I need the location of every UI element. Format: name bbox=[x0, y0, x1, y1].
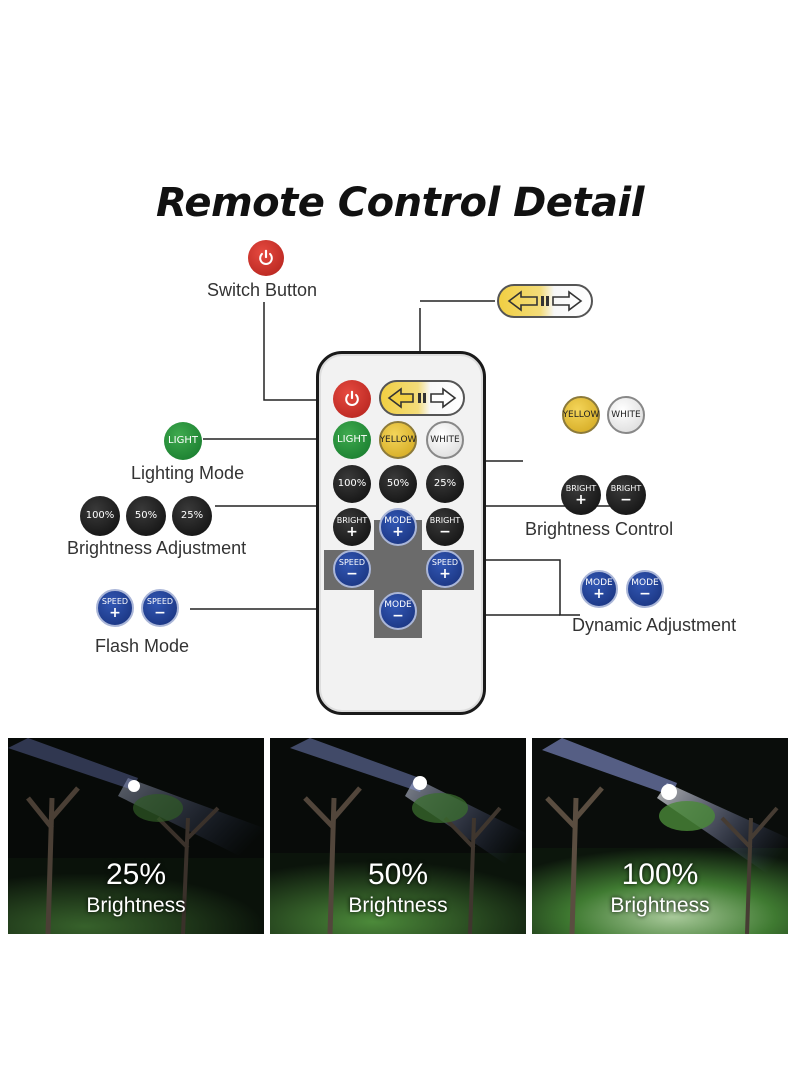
photo-percent: 50% bbox=[367, 858, 429, 891]
lighting-mode-label: Lighting Mode bbox=[131, 463, 245, 483]
dynamic-adjustment-label: Dynamic Adjustment bbox=[572, 615, 737, 635]
switch-callout-power-icon bbox=[248, 240, 284, 276]
remote-light-button[interactable]: LIGHT bbox=[333, 421, 371, 459]
remote-speed-minus-button[interactable]: SPEED− bbox=[333, 550, 371, 588]
brightness-photos: 25% Brightness 50% Brightness bbox=[8, 738, 792, 934]
brightness-25-callout: 25% bbox=[172, 496, 212, 536]
left-right-arrow-icon bbox=[507, 290, 583, 312]
brightness-50-callout: 50% bbox=[126, 496, 166, 536]
remote-white-button[interactable]: WHITE bbox=[426, 421, 464, 459]
photo-caption: Brightness bbox=[348, 894, 448, 917]
bright-plus-callout: BRIGHT+ bbox=[561, 475, 601, 515]
brightness-adjustment-label: Brightness Adjustment bbox=[67, 538, 247, 558]
speed-minus-callout: SPEED− bbox=[141, 589, 179, 627]
mode-plus-callout: MODE+ bbox=[580, 570, 618, 608]
flash-mode-label: Flash Mode bbox=[95, 636, 190, 656]
brightness-control-label: Brightness Control bbox=[525, 519, 674, 539]
page-title: Remote Control Detail bbox=[156, 180, 644, 226]
photo-percent: 25% bbox=[105, 858, 167, 891]
remote-power-button[interactable] bbox=[333, 380, 371, 418]
remote-mode-plus-button[interactable]: MODE+ bbox=[379, 508, 417, 546]
remote-yellow-button[interactable]: YELLOW bbox=[379, 421, 417, 459]
photo-percent: 100% bbox=[621, 858, 699, 891]
swap-callout bbox=[497, 284, 593, 318]
remote-speed-plus-button[interactable]: SPEED+ bbox=[426, 550, 464, 588]
white-callout: WHITE bbox=[607, 396, 645, 434]
switch-button-label: Switch Button bbox=[207, 280, 318, 300]
mode-minus-callout: MODE− bbox=[626, 570, 664, 608]
power-icon bbox=[345, 390, 359, 406]
remote-mode-minus-button[interactable]: MODE− bbox=[379, 592, 417, 630]
remote-bright-plus-button[interactable]: BRIGHT+ bbox=[333, 508, 371, 546]
remote-bright-minus-button[interactable]: BRIGHT− bbox=[426, 508, 464, 546]
remote-100-button[interactable]: 100% bbox=[333, 465, 371, 503]
photo-25: 25% Brightness bbox=[8, 738, 264, 934]
photo-caption: Brightness bbox=[610, 894, 710, 917]
remote-25-button[interactable]: 25% bbox=[426, 465, 464, 503]
bright-minus-callout: BRIGHT− bbox=[606, 475, 646, 515]
remote-swap-button[interactable] bbox=[379, 380, 465, 416]
remote-50-button[interactable]: 50% bbox=[379, 465, 417, 503]
brightness-100-callout: 100% bbox=[80, 496, 120, 536]
speed-plus-callout: SPEED+ bbox=[96, 589, 134, 627]
photo-caption: Brightness bbox=[86, 894, 186, 917]
left-right-arrow-icon bbox=[387, 387, 457, 409]
light-callout: LIGHT bbox=[164, 422, 202, 460]
yellow-callout: YELLOW bbox=[562, 396, 600, 434]
photo-50: 50% Brightness bbox=[270, 738, 526, 934]
photo-100: 100% Brightness bbox=[532, 738, 788, 934]
